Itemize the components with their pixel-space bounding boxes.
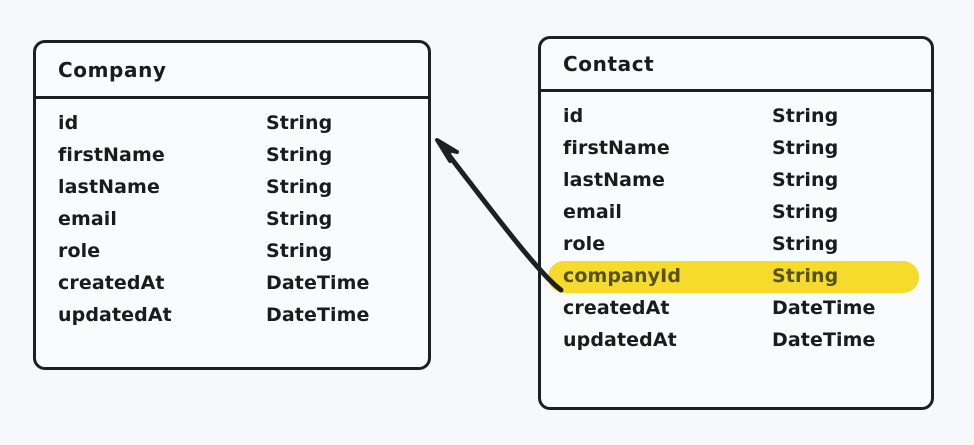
entity-title-company: Company: [58, 57, 167, 82]
field-type: String: [266, 176, 333, 198]
field-name: id: [563, 105, 584, 127]
field-row-role[interactable]: role String: [36, 235, 428, 267]
field-name: firstName: [58, 144, 165, 166]
field-row-email[interactable]: email String: [541, 196, 931, 228]
field-name: createdAt: [563, 297, 670, 319]
field-row-firstname[interactable]: firstName String: [541, 132, 931, 164]
field-name: updatedAt: [563, 329, 677, 351]
field-row-id[interactable]: id String: [541, 100, 931, 132]
field-name: id: [58, 112, 79, 134]
field-name: firstName: [563, 137, 670, 159]
field-row-firstname[interactable]: firstName String: [36, 139, 428, 171]
field-row-role[interactable]: role String: [541, 228, 931, 260]
field-list-company: id String firstName String lastName Stri…: [36, 99, 428, 331]
field-row-lastname[interactable]: lastName String: [541, 164, 931, 196]
field-type: String: [772, 105, 839, 127]
field-type: String: [266, 240, 333, 262]
field-row-companyid-highlighted[interactable]: companyId String: [541, 260, 931, 293]
field-type: String: [772, 169, 839, 191]
field-name: lastName: [58, 176, 160, 198]
field-type: DateTime: [266, 304, 370, 326]
field-row-lastname[interactable]: lastName String: [36, 171, 428, 203]
field-name: email: [58, 208, 118, 230]
field-name: lastName: [563, 169, 665, 191]
field-name: updatedAt: [58, 304, 172, 326]
field-row-updatedat[interactable]: updatedAt DateTime: [36, 299, 428, 331]
field-type: String: [266, 144, 333, 166]
field-type: String: [266, 208, 333, 230]
entity-header-contact: Contact: [541, 39, 931, 92]
field-row-createdat[interactable]: createdAt DateTime: [36, 267, 428, 299]
field-name: createdAt: [58, 272, 165, 294]
arrow-head-icon: [435, 138, 459, 163]
field-list-contact: id String firstName String lastName Stri…: [541, 92, 931, 356]
field-type: String: [772, 233, 839, 255]
field-row-id[interactable]: id String: [36, 107, 428, 139]
field-type: String: [772, 137, 839, 159]
field-type: String: [772, 265, 839, 287]
field-type: DateTime: [772, 329, 876, 351]
entity-box-company[interactable]: Company id String firstName String lastN…: [33, 40, 431, 370]
field-type: DateTime: [266, 272, 370, 294]
field-name: role: [58, 240, 101, 262]
field-name: companyId: [563, 265, 682, 287]
field-type: String: [772, 201, 839, 223]
field-type: String: [266, 112, 333, 134]
entity-title-contact: Contact: [563, 52, 655, 76]
field-row-createdat[interactable]: createdAt DateTime: [541, 292, 931, 324]
field-row-updatedat[interactable]: updatedAt DateTime: [541, 324, 931, 356]
field-type: DateTime: [772, 297, 876, 319]
field-name: email: [563, 201, 623, 223]
entity-header-company: Company: [36, 43, 428, 99]
field-name: role: [563, 233, 606, 255]
entity-box-contact[interactable]: Contact id String firstName String lastN…: [538, 36, 934, 410]
field-row-email[interactable]: email String: [36, 203, 428, 235]
